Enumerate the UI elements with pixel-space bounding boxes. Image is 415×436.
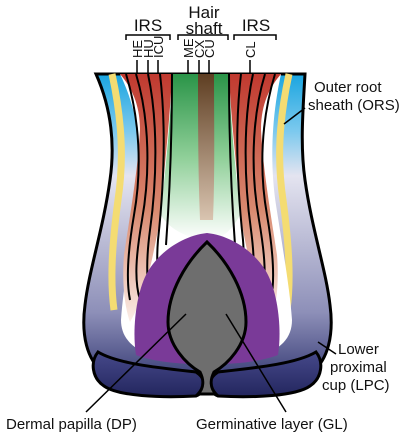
label-lpc-line3: cup (LPC) bbox=[322, 377, 390, 394]
label-cl: CL bbox=[243, 41, 258, 58]
label-icu: ICU bbox=[151, 36, 166, 58]
label-gl: Germinative layer (GL) bbox=[196, 416, 348, 433]
label-ors-line2: sheath (ORS) bbox=[308, 97, 400, 114]
label-irs-left: IRS bbox=[134, 16, 162, 35]
label-lpc-line2: proximal bbox=[330, 359, 387, 376]
medulla bbox=[198, 74, 214, 220]
layer-ticks bbox=[137, 60, 250, 74]
label-shaft: shaft bbox=[186, 19, 223, 38]
label-irs-right: IRS bbox=[242, 16, 270, 35]
label-dp: Dermal papilla (DP) bbox=[6, 416, 137, 433]
label-cu: CU bbox=[202, 39, 217, 58]
label-lpc-line1: Lower bbox=[338, 341, 379, 358]
label-ors-line1: Outer root bbox=[314, 79, 382, 96]
